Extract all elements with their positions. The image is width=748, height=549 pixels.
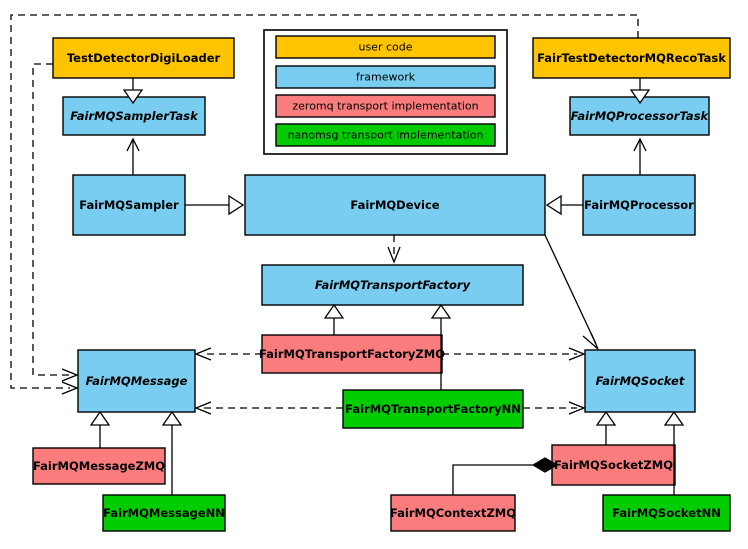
- node-TestDetectorDigiLoader-box[interactable]: [52, 37, 235, 79]
- node-FairMQSocket-box[interactable]: [584, 349, 696, 413]
- node-FairMQDevice-label: FairMQDevice: [350, 198, 439, 212]
- arrow-open-message-nn: [194, 401, 212, 415]
- arrow-open-message-zmq: [194, 347, 212, 361]
- arrow-open-socket-top: [582, 332, 599, 350]
- edge-digiloader-to-message: [32, 63, 70, 376]
- arrow-open-transportfactory: [387, 246, 401, 264]
- arrow-generalization-tf-left: [323, 303, 345, 319]
- arrow-open-processortask: [633, 137, 647, 152]
- node-FairMQContextZMQ-label: FairMQContextZMQ: [390, 506, 516, 520]
- legend-swatch-framework: [275, 65, 496, 89]
- node-FairMQTransportFactoryZMQ-label: FairMQTransportFactoryZMQ: [259, 347, 445, 361]
- node-FairMQMessageNN-box[interactable]: [102, 494, 226, 532]
- legend-label-zeromq: zeromq transport implementation: [292, 100, 478, 113]
- arrow-generalization-message-left: [89, 410, 111, 426]
- arrow-generalization-socket-right: [663, 410, 685, 426]
- legend-label-nanomsg: nanomsg transport implementation: [288, 129, 484, 142]
- node-FairMQProcessor-label: FairMQProcessor: [584, 198, 694, 212]
- dependency-routes: [10, 14, 639, 389]
- node-FairTestDetectorMQRecoTask-box[interactable]: [532, 37, 731, 79]
- node-FairMQSampler-box[interactable]: [72, 174, 186, 236]
- node-FairMQMessage-box[interactable]: [77, 349, 196, 413]
- arrow-open-socket-nn: [568, 401, 586, 415]
- node-FairMQTransportFactoryNN-box[interactable]: [342, 389, 524, 429]
- node-TestDetectorDigiLoader-label: TestDetectorDigiLoader: [67, 51, 221, 65]
- arrow-generalization-device-right: [545, 194, 562, 216]
- arrow-open-socket-zmq: [568, 347, 586, 361]
- node-FairMQTransportFactoryNN-label: FairMQTransportFactoryNN: [345, 402, 521, 416]
- arrow-generalization-processortask: [629, 89, 651, 105]
- node-FairMQMessageNN-label: FairMQMessageNN: [103, 506, 225, 520]
- edge-device-socket: [544, 234, 597, 345]
- arrow-open-samplertask: [126, 137, 140, 152]
- arrow-generalization-device-left: [228, 194, 245, 216]
- node-FairMQDevice-box[interactable]: [244, 174, 546, 236]
- node-FairMQSamplerTask-box[interactable]: [62, 96, 206, 136]
- node-FairMQMessageZMQ-label: FairMQMessageZMQ: [33, 459, 165, 473]
- legend-swatch-user-code: [275, 35, 496, 59]
- class-labels: TestDetectorDigiLoader FairMQSamplerTask…: [33, 51, 726, 520]
- legend: user code framework zeromq transport imp…: [263, 29, 508, 155]
- node-FairMQSocketZMQ-label: FairMQSocketZMQ: [554, 458, 673, 472]
- node-FairMQTransportFactory-box[interactable]: [261, 264, 524, 306]
- arrow-generalization-samplertask: [122, 89, 144, 105]
- node-FairMQSocket-label: FairMQSocket: [596, 374, 685, 388]
- node-FairMQMessageZMQ-box[interactable]: [32, 447, 166, 485]
- arrow-open-message-recotask: [61, 381, 79, 395]
- node-FairTestDetectorMQRecoTask-label: FairTestDetectorMQRecoTask: [537, 51, 726, 65]
- edges: [61, 78, 685, 495]
- arrow-generalization-socket-left: [595, 410, 617, 426]
- legend-label-user-code: user code: [358, 41, 412, 54]
- node-FairMQMessage-label: FairMQMessage: [86, 374, 188, 388]
- node-FairMQSocketNN-label: FairMQSocketNN: [612, 506, 721, 520]
- node-FairMQSocketNN-box[interactable]: [602, 494, 731, 532]
- diamond-composition-socketzmq: [531, 457, 559, 473]
- node-FairMQProcessorTask-label: FairMQProcessorTask: [571, 109, 710, 123]
- edge-recotask-to-message: [10, 14, 639, 389]
- node-FairMQSamplerTask-label: FairMQSamplerTask: [70, 109, 199, 123]
- arrow-generalization-message-right: [161, 410, 183, 426]
- legend-label-framework: framework: [356, 71, 416, 84]
- node-FairMQContextZMQ-box[interactable]: [390, 494, 516, 532]
- legend-swatch-zeromq: [275, 94, 496, 118]
- node-FairMQSampler-label: FairMQSampler: [79, 198, 179, 212]
- class-boxes: [32, 37, 731, 532]
- edge-contextzmq-socketzmq: [452, 464, 533, 495]
- node-FairMQTransportFactory-label: FairMQTransportFactory: [315, 278, 471, 292]
- arrow-open-message-digiloader: [61, 368, 79, 382]
- legend-swatch-nanomsg: [275, 123, 496, 147]
- arrow-generalization-tf-right: [430, 303, 452, 319]
